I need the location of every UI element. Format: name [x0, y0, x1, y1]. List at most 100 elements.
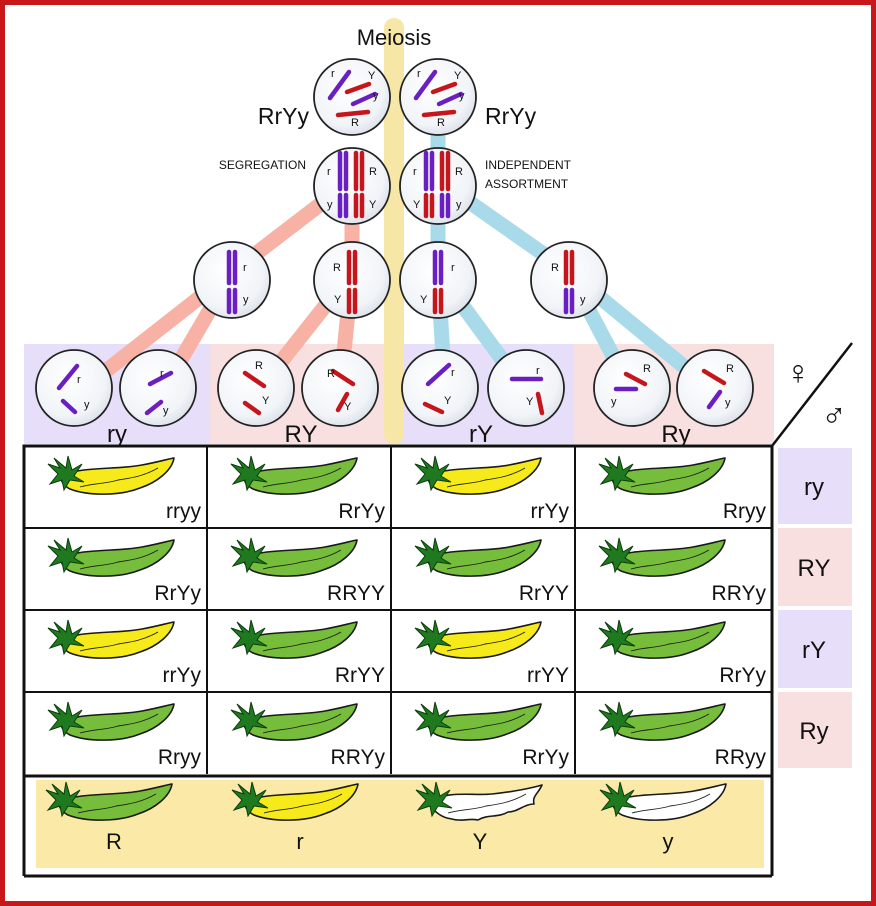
- punnett-cell: rryy: [47, 455, 201, 523]
- gamete-5-r: r: [451, 367, 455, 379]
- legend-item: Y: [415, 781, 543, 854]
- pea-pod-icon: [47, 619, 175, 659]
- gamete-6-r: r: [536, 365, 540, 377]
- stage3-cell-ry: r y: [193, 241, 271, 319]
- gamete-cell-6: r Y: [487, 349, 565, 427]
- pea-pod-icon: [47, 537, 175, 577]
- cell-genotype: RrYy: [719, 664, 766, 687]
- parent-cell-left: r Y y R: [313, 58, 391, 136]
- gamete-group-label-Ry: Ry: [661, 421, 690, 448]
- gamete-cell-2: r y: [119, 349, 197, 427]
- gamete-cell-1: r y: [35, 349, 113, 427]
- parent-left-Y: Y: [368, 70, 376, 82]
- segregation-band: [71, 172, 360, 400]
- cell-genotype: RRYy: [712, 582, 767, 605]
- cell-genotype: rrYy: [163, 664, 202, 687]
- row-header-Ry: Ry: [799, 718, 828, 745]
- pea-pod-icon: [45, 781, 173, 821]
- stage3-Ry-y: y: [580, 294, 586, 306]
- stage3-ry-r: r: [243, 262, 247, 274]
- assortment-label: ASSORTMENT: [485, 177, 569, 191]
- gamete-7-R: R: [643, 363, 651, 375]
- pea-pod-icon: [598, 537, 726, 577]
- pea-pod-icon: [414, 701, 542, 741]
- parent-right-Y: Y: [454, 70, 462, 82]
- row-header-box-2: [778, 528, 852, 606]
- pea-pod-icon: [230, 455, 358, 495]
- row-header-box-1: [778, 448, 852, 524]
- stage3-cell-Ry: R y: [530, 241, 608, 319]
- stage3-cell-RY: R Y: [313, 241, 391, 319]
- punnett-cell: RRYy: [598, 537, 767, 605]
- gamete-1-r: r: [77, 374, 81, 386]
- legend-item: y: [599, 781, 727, 854]
- pea-pod-icon: [414, 537, 542, 577]
- legend-label: Y: [473, 829, 488, 854]
- stage2-right-y: y: [456, 199, 462, 211]
- stage2-left-Y: Y: [369, 199, 377, 211]
- parent-genotype-right: RrYy: [485, 103, 537, 129]
- pea-pod-icon: [599, 781, 727, 821]
- legend-item: r: [231, 781, 359, 854]
- stage2-right-r: r: [413, 166, 417, 178]
- cell-genotype: RRYY: [327, 582, 385, 605]
- gamete-cell-7: R y: [593, 349, 671, 427]
- pea-pod-icon: [230, 619, 358, 659]
- gamete-group-label-rY: rY: [469, 421, 493, 448]
- header-divider: [771, 342, 853, 447]
- punnett-cell: Rryy: [47, 701, 202, 769]
- cell-genotype: RrYY: [519, 582, 569, 605]
- gamete-7-y: y: [611, 396, 617, 408]
- pea-pod-icon: [414, 455, 542, 495]
- punnett-cell: RrYY: [230, 619, 385, 687]
- stage3-Ry-R: R: [551, 262, 559, 274]
- gamete-cell-8: R y: [676, 349, 754, 427]
- punnett-cell: RRYY: [230, 537, 385, 605]
- parent-right-y: y: [459, 90, 465, 102]
- male-symbol: ♂: [821, 397, 847, 435]
- punnett-cell: RRYy: [230, 701, 386, 769]
- pea-pod-icon: [231, 781, 359, 821]
- cell-genotype: RrYY: [335, 664, 385, 687]
- gamete-8-y: y: [725, 397, 731, 409]
- stage2-left-y: y: [327, 199, 333, 211]
- row-headers: ry RY rY Ry: [778, 448, 852, 768]
- punnett-cell: rrYY: [414, 619, 569, 687]
- pea-pod-icon: [415, 781, 543, 821]
- cell-genotype: Rryy: [723, 500, 767, 523]
- stage2-cell-right: r R Y y: [399, 147, 477, 225]
- gamete-8-R: R: [726, 363, 734, 375]
- stage3-rY-Y: Y: [420, 294, 428, 306]
- cell-genotype: RRYy: [331, 746, 386, 769]
- stage3-cell-rY: r Y: [399, 241, 477, 319]
- stage3-ry-y: y: [243, 294, 249, 306]
- row-header-RY: RY: [798, 555, 831, 582]
- legend-label: y: [663, 829, 674, 854]
- stage2-left-R: R: [369, 166, 377, 178]
- punnett-cell: RRyy: [598, 701, 766, 769]
- stage2-right-Y: Y: [413, 199, 421, 211]
- row-header-ry: ry: [804, 474, 824, 501]
- parent-genotype-left: RrYy: [258, 103, 310, 129]
- legend-label: r: [296, 829, 303, 854]
- cell-genotype: rrYY: [527, 664, 569, 687]
- cell-genotype: Rryy: [158, 746, 202, 769]
- row-header-box-4: [778, 692, 852, 768]
- gamete-5-Y: Y: [444, 395, 452, 407]
- parent-left-y: y: [373, 90, 379, 102]
- stage3-RY-R: R: [333, 262, 341, 274]
- center-band: [384, 18, 404, 444]
- cell-genotype: rrYy: [531, 500, 570, 523]
- gamete-2-y: y: [163, 405, 169, 417]
- gamete-3-Y: Y: [262, 395, 270, 407]
- pea-pod-icon: [414, 619, 542, 659]
- pea-pod-icon: [598, 455, 726, 495]
- pea-pod-icon: [598, 619, 726, 659]
- gamete-2-r: r: [160, 368, 164, 380]
- pea-pod-icon: [230, 537, 358, 577]
- stage2-left-r: r: [327, 166, 331, 178]
- punnett-cell: rrYy: [47, 619, 202, 687]
